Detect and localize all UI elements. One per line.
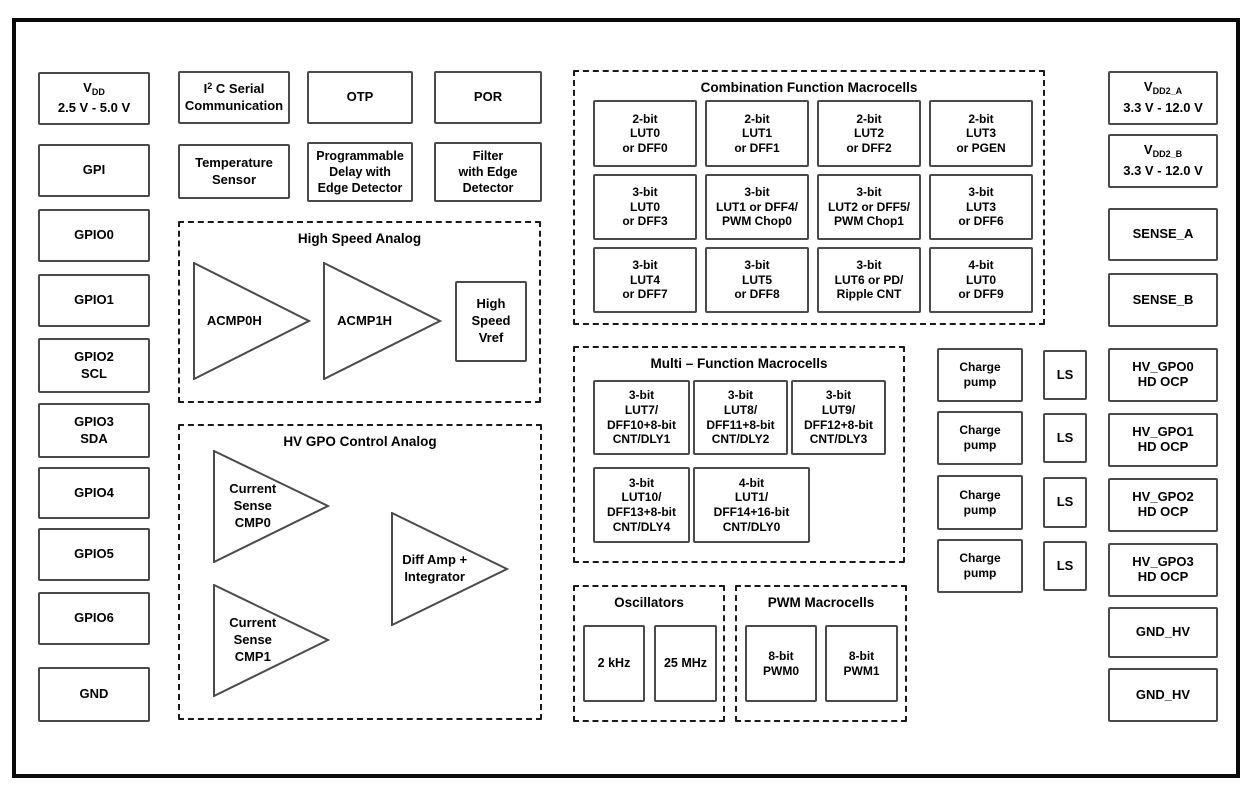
oscillator-25mhz: 25 MHz: [654, 625, 717, 702]
group-pwm-title: PWM Macrocells: [767, 595, 875, 610]
amp-acmp1h-label: ACMP1H: [337, 312, 393, 328]
block-filter-edge-detector: Filter with Edge Detector: [434, 142, 542, 202]
pin-gpi: GPI: [38, 144, 150, 197]
pin-vdd: VDD 2.5 V - 5.0 V: [38, 72, 150, 125]
charge-pump-1: Charge pump: [937, 411, 1023, 465]
group-multi-function-title: Multi – Function Macrocells: [650, 356, 828, 371]
amp-cmp0-label: Current Sense CMP0: [229, 481, 277, 530]
pin-hv-gpo1: HV_GPO1 HD OCP: [1108, 413, 1218, 467]
pin-gnd: GND: [38, 667, 150, 722]
pin-gpio0: GPIO0: [38, 209, 150, 262]
pin-gpio4: GPIO4: [38, 467, 150, 519]
group-combination-title: Combination Function Macrocells: [700, 80, 918, 95]
macrocell-2bit-lut3: 2-bit LUT3 or PGEN: [929, 100, 1033, 167]
amplifier-triangle-icon: [391, 512, 509, 626]
amplifier-triangle-icon: [323, 262, 442, 380]
amp-acmp1h: ACMP1H: [323, 262, 442, 380]
pwm1-block: 8-bit PWM1: [825, 625, 898, 702]
macrocell-3bit-lut2: 3-bit LUT2 or DFF5/ PWM Chop1: [817, 174, 921, 240]
block-por: POR: [434, 71, 542, 124]
charge-pump-2: Charge pump: [937, 475, 1023, 530]
charge-pump-0: Charge pump: [937, 348, 1023, 402]
pin-gpio6: GPIO6: [38, 592, 150, 645]
amplifier-triangle-icon: [213, 584, 330, 697]
charge-pump-3: Charge pump: [937, 539, 1023, 593]
macrocell-3bit-lut4: 3-bit LUT4 or DFF7: [593, 247, 697, 313]
pin-vdd2a-range: 3.3 V - 12.0 V: [1123, 99, 1203, 115]
group-hv-gpo-title: HV GPO Control Analog: [283, 434, 437, 449]
pin-hv-gpo2: HV_GPO2 HD OCP: [1108, 478, 1218, 532]
block-high-speed-vref: High Speed Vref: [455, 281, 527, 362]
macrocell-4bit-lut1: 4-bit LUT1/ DFF14+16-bit CNT/DLY0: [693, 467, 810, 543]
macrocell-3bit-lut5: 3-bit LUT5 or DFF8: [705, 247, 809, 313]
macrocell-3bit-lut8: 3-bit LUT8/ DFF11+8-bit CNT/DLY2: [693, 380, 788, 455]
amplifier-triangle-icon: [193, 262, 311, 380]
pin-sense-a: SENSE_A: [1108, 208, 1218, 261]
macrocell-3bit-lut3: 3-bit LUT3 or DFF6: [929, 174, 1033, 240]
pin-vdd2a: VDD2_A 3.3 V - 12.0 V: [1108, 71, 1218, 125]
block-programmable-delay: Programmable Delay with Edge Detector: [307, 142, 413, 202]
macrocell-4bit-lut0: 4-bit LUT0 or DFF9: [929, 247, 1033, 313]
block-otp: OTP: [307, 71, 413, 124]
pwm0-block: 8-bit PWM0: [745, 625, 817, 702]
group-oscillators-title: Oscillators: [614, 595, 684, 610]
level-shifter-0: LS: [1043, 350, 1087, 400]
pin-gpio1: GPIO1: [38, 274, 150, 327]
pin-vdd2b-label: VDD2_B: [1143, 142, 1183, 160]
pin-vdd2b: VDD2_B 3.3 V - 12.0 V: [1108, 134, 1218, 188]
amp-acmp0h: ACMP0H: [193, 262, 311, 380]
pin-gpio5: GPIO5: [38, 528, 150, 581]
macrocell-2bit-lut2: 2-bit LUT2 or DFF2: [817, 100, 921, 167]
macrocell-3bit-lut9: 3-bit LUT9/ DFF12+8-bit CNT/DLY3: [791, 380, 886, 455]
macrocell-3bit-lut10: 3-bit LUT10/ DFF13+8-bit CNT/DLY4: [593, 467, 690, 543]
pin-gpio3-sda: GPIO3 SDA: [38, 403, 150, 458]
macrocell-3bit-lut7: 3-bit LUT7/ DFF10+8-bit CNT/DLY1: [593, 380, 690, 455]
pin-gpio2-scl: GPIO2 SCL: [38, 338, 150, 393]
amp-current-sense-cmp0: Current Sense CMP0: [213, 450, 330, 563]
amp-diff-amp-integrator: Diff Amp + Integrator: [391, 512, 509, 626]
pin-hv-gpo0: HV_GPO0 HD OCP: [1108, 348, 1218, 402]
level-shifter-3: LS: [1043, 541, 1087, 591]
pin-vdd-label: VDD: [83, 79, 105, 97]
macrocell-3bit-lut6: 3-bit LUT6 or PD/ Ripple CNT: [817, 247, 921, 313]
amp-current-sense-cmp1: Current Sense CMP1: [213, 584, 330, 697]
macrocell-2bit-lut0: 2-bit LUT0 or DFF0: [593, 100, 697, 167]
amplifier-triangle-icon: [213, 450, 330, 563]
level-shifter-2: LS: [1043, 477, 1087, 528]
pin-gnd-hv-1: GND_HV: [1108, 668, 1218, 722]
pin-sense-b: SENSE_B: [1108, 273, 1218, 327]
amp-cmp1-label: Current Sense CMP1: [229, 615, 277, 664]
pin-vdd2a-label: VDD2_A: [1143, 79, 1183, 97]
block-i2c-line2: Communication: [184, 97, 284, 113]
block-i2c-line1: I2 C Serial: [203, 80, 265, 96]
macrocell-3bit-lut1: 3-bit LUT1 or DFF4/ PWM Chop0: [705, 174, 809, 240]
pin-gnd-hv-0: GND_HV: [1108, 607, 1218, 658]
macrocell-3bit-lut0: 3-bit LUT0 or DFF3: [593, 174, 697, 240]
amp-diff-label: Diff Amp + Integrator: [402, 552, 468, 584]
macrocell-2bit-lut1: 2-bit LUT1 or DFF1: [705, 100, 809, 167]
amp-acmp0h-label: ACMP0H: [206, 312, 262, 328]
block-temperature-sensor: Temperature Sensor: [178, 144, 290, 199]
level-shifter-1: LS: [1043, 413, 1087, 463]
pin-hv-gpo3: HV_GPO3 HD OCP: [1108, 543, 1218, 597]
group-high-speed-analog-title: High Speed Analog: [297, 231, 422, 246]
pin-vdd-range: 2.5 V - 5.0 V: [57, 100, 131, 116]
pin-vdd2b-range: 3.3 V - 12.0 V: [1123, 162, 1203, 178]
oscillator-2khz: 2 kHz: [583, 625, 645, 702]
block-i2c-serial: I2 C Serial Communication: [178, 71, 290, 124]
